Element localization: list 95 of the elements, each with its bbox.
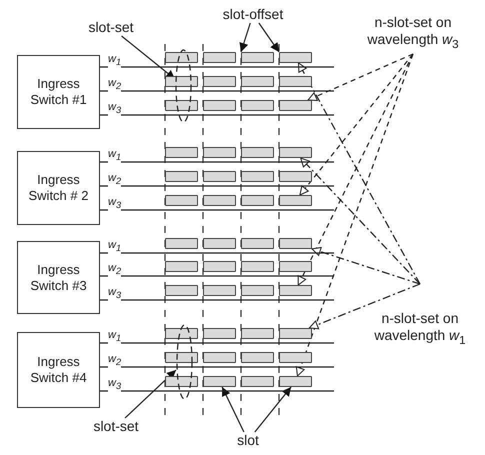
time-slot <box>241 376 274 387</box>
time-slot <box>241 285 274 296</box>
callout-label: slot <box>233 432 263 449</box>
wavelength-line <box>100 114 334 116</box>
time-slot <box>165 52 198 63</box>
time-slot <box>279 376 312 387</box>
time-slot <box>203 195 236 206</box>
wavelength-line <box>100 66 334 68</box>
time-slot <box>165 352 198 363</box>
dashed-ellipse <box>175 49 192 123</box>
dashed-ellipse <box>176 324 193 400</box>
wavelength-label: w$_{1}$ <box>108 239 122 254</box>
time-slot <box>241 147 274 158</box>
wavelength-line <box>100 390 334 392</box>
leader-arrow <box>258 22 280 52</box>
wavelength-line <box>100 366 334 368</box>
time-slot <box>241 238 274 249</box>
leader-arrow <box>222 386 244 432</box>
wavelength-label: w$_{3}$ <box>108 196 122 212</box>
time-slot <box>203 376 236 387</box>
time-slot <box>165 376 198 387</box>
time-slot <box>203 285 236 296</box>
time-slot <box>279 171 312 182</box>
time-slot <box>165 238 198 249</box>
wavelength-line <box>100 342 334 344</box>
time-slot <box>203 238 236 249</box>
time-slot <box>279 238 312 249</box>
time-slot <box>279 352 312 363</box>
time-slot <box>279 147 312 158</box>
time-slot <box>279 195 312 206</box>
time-slot <box>203 328 236 339</box>
callout-label: slot-set <box>80 19 142 36</box>
switch-box: Ingress Switch #1 <box>17 55 100 129</box>
callout-label: slot-set <box>84 418 148 435</box>
time-slot <box>165 285 198 296</box>
time-slot <box>165 195 198 206</box>
time-slot <box>279 100 312 111</box>
time-slot <box>165 261 198 272</box>
wavelength-label: w$_{2}$ <box>108 353 122 368</box>
wavelength-line <box>100 275 334 277</box>
time-slot <box>279 285 312 296</box>
leader-arrow <box>124 370 176 418</box>
wavelength-line <box>100 185 334 187</box>
dashed-arrow <box>312 246 420 285</box>
time-slot <box>203 261 236 272</box>
wavelength-line <box>100 299 334 301</box>
time-slot <box>203 76 236 87</box>
time-slot <box>165 76 198 87</box>
callout-label: slot-offset <box>210 6 296 23</box>
wavelength-label: w$_{3}$ <box>108 377 122 392</box>
wavelength-line <box>100 209 334 211</box>
wavelength-label: w$_{1}$ <box>108 148 122 164</box>
switch-box: Ingress Switch #3 <box>17 241 100 314</box>
time-slot <box>241 100 274 111</box>
dashed-arrow <box>300 158 420 284</box>
time-slot <box>241 352 274 363</box>
time-slot <box>279 328 312 339</box>
wavelength-line <box>100 252 334 254</box>
time-slot <box>279 52 312 63</box>
dashed-arrow <box>296 54 414 376</box>
wavelength-label: w$_{1}$ <box>108 53 122 68</box>
switch-box: Ingress Switch # 2 <box>17 151 100 225</box>
time-slot <box>165 147 198 158</box>
callout-label: n-slot-set on wavelength w$_{1}$ <box>356 284 484 344</box>
time-slot <box>241 261 274 272</box>
wavelength-label: w$_{1}$ <box>108 329 122 344</box>
wavelength-line <box>100 161 334 163</box>
wavelength-label: w$_{2}$ <box>108 262 122 278</box>
time-slot <box>203 100 236 111</box>
leader-arrow <box>239 22 251 52</box>
wavelength-label: w$_{3}$ <box>108 286 122 302</box>
time-slot <box>241 171 274 182</box>
callout-label: n-slot-set on wavelength w$_{3}$ <box>348 14 478 54</box>
time-slot <box>241 328 274 339</box>
leader-arrow <box>254 386 292 432</box>
wavelength-label: w$_{3}$ <box>108 101 122 116</box>
wavelength-label: w$_{2}$ <box>108 172 122 188</box>
time-slot <box>203 352 236 363</box>
time-slot <box>203 52 236 63</box>
time-slot <box>279 76 312 87</box>
wavelength-line <box>100 90 334 92</box>
time-slot <box>165 171 198 182</box>
time-slot <box>241 52 274 63</box>
time-slot <box>203 171 236 182</box>
time-slot <box>203 147 236 158</box>
switch-box: Ingress Switch #4 <box>17 332 100 408</box>
time-slot <box>241 76 274 87</box>
time-slot <box>165 328 198 339</box>
wavelength-label: w$_{2}$ <box>108 77 122 92</box>
dashed-arrow <box>299 54 414 196</box>
dashed-arrow <box>308 283 420 330</box>
time-slot <box>165 100 198 111</box>
time-slot <box>279 261 312 272</box>
time-slot <box>241 195 274 206</box>
dashed-arrow <box>308 53 414 101</box>
